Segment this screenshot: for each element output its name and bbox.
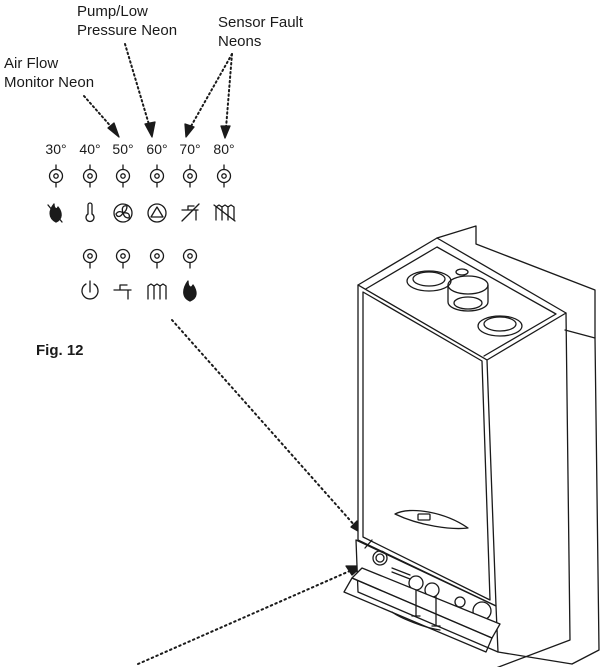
temp-70: 70° (179, 141, 201, 157)
radiator-icon (147, 283, 167, 300)
temp-60: 60° (146, 141, 168, 157)
flame-icon (183, 280, 197, 302)
boiler-illustration (343, 225, 600, 667)
sensor-leader-arrow-2 (220, 53, 233, 139)
pump-label-line-1: Pump/Low (77, 3, 148, 20)
tap-icon (113, 284, 132, 300)
tap-struck-icon (181, 203, 200, 222)
temp-40: 40° (79, 141, 101, 157)
sensor-label-line-1: Sensor Fault (218, 14, 304, 31)
drawer-leader-line (137, 569, 353, 665)
power-icon (81, 280, 99, 300)
temp-50: 50° (112, 141, 134, 157)
airflow-label-line-1: Air Flow (4, 55, 59, 72)
panel-leader-line (171, 319, 357, 528)
radiator-struck-icon (213, 204, 236, 222)
sensor-leader-arrow-1 (184, 53, 233, 138)
sensor-label-line-2: Neons (218, 33, 262, 50)
pump-triangle-icon (147, 203, 167, 223)
airflow-leader-arrow (83, 95, 120, 138)
sensor-fault-label: Sensor Fault Neons (218, 13, 303, 51)
flame-struck-icon (47, 203, 63, 223)
airflow-label-line-2: Monitor Neon (4, 74, 95, 91)
neon-row-bottom (82, 248, 198, 269)
fan-icon (113, 203, 133, 223)
pump-leader-arrow (124, 43, 156, 138)
temp-80: 80° (213, 141, 235, 157)
figure-label: Fig. 12 (36, 342, 84, 359)
neon-row-top (48, 164, 232, 188)
thermometer-icon (85, 202, 95, 223)
temp-30: 30° (45, 141, 67, 157)
pump-label-line-2: Pressure Neon (77, 22, 178, 39)
pump-low-pressure-label: Pump/Low Pressure Neon (77, 2, 177, 40)
air-flow-label: Air Flow Monitor Neon (4, 54, 94, 92)
